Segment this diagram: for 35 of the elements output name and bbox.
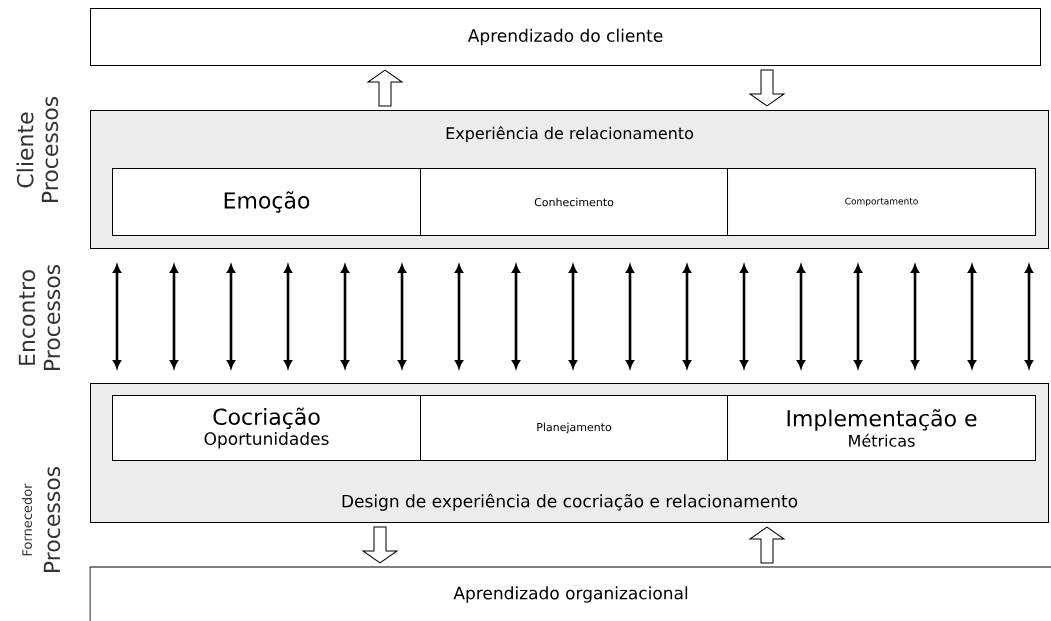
- double-arrow: [227, 264, 235, 369]
- side-label: Fornecedor: [21, 483, 33, 556]
- hollow-arrow: [362, 526, 398, 564]
- double-arrow: [854, 264, 862, 369]
- process-box: Cocriação Oportunidades: [112, 395, 421, 461]
- process-box: Comportamento: [727, 168, 1036, 236]
- process-box: Planejamento: [420, 395, 728, 461]
- learning-box: Aprendizado organizacional: [89, 566, 1051, 621]
- double-arrow: [455, 264, 463, 369]
- double-arrow: [341, 264, 349, 369]
- side-label: Processos: [43, 264, 61, 371]
- hollow-arrow: [749, 526, 785, 564]
- side-label: Cliente: [16, 112, 34, 188]
- double-arrow: [113, 264, 121, 369]
- process-box: Implementação e Métricas: [727, 395, 1036, 461]
- learning-box: Aprendizado do cliente: [90, 8, 1041, 66]
- double-arrow: [284, 264, 292, 369]
- double-arrow: [512, 264, 520, 369]
- side-label: Processos: [41, 96, 59, 203]
- double-arrow: [1025, 264, 1033, 369]
- side-label: Processos: [43, 466, 61, 573]
- double-arrow: [797, 264, 805, 369]
- double-arrow: [968, 264, 976, 369]
- side-label: Encontro: [18, 270, 36, 365]
- double-arrow: [683, 264, 691, 369]
- double-arrow: [911, 264, 919, 369]
- double-arrow: [626, 264, 634, 369]
- double-arrow: [740, 264, 748, 369]
- hollow-arrow: [367, 69, 403, 107]
- double-arrow: [569, 264, 577, 369]
- hollow-arrow: [749, 69, 785, 107]
- double-arrow: [398, 264, 406, 369]
- process-box: Emoção: [112, 168, 421, 236]
- double-arrow: [170, 264, 178, 369]
- process-box: Conhecimento: [420, 168, 728, 236]
